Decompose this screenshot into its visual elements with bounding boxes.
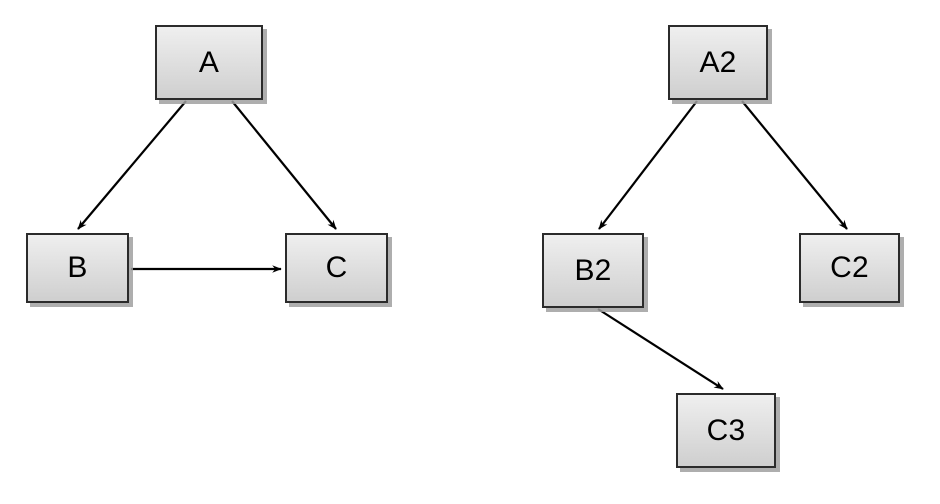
node-c[interactable]: C — [285, 233, 388, 303]
node-c3[interactable]: C3 — [676, 393, 776, 468]
edge-a-b[interactable] — [77, 100, 187, 230]
node-label: C3 — [706, 413, 746, 447]
node-label: B2 — [574, 253, 612, 287]
node-label: A2 — [699, 45, 737, 79]
node-a2[interactable]: A2 — [668, 25, 768, 100]
node-b2[interactable]: B2 — [542, 233, 644, 308]
edge-a-c[interactable] — [231, 100, 337, 230]
edges-group — [77, 100, 848, 390]
node-label: B — [67, 251, 88, 284]
edge-a2-b2[interactable] — [598, 100, 698, 230]
node-b[interactable]: B — [26, 233, 129, 303]
node-label: A — [198, 45, 220, 79]
node-label: C — [325, 251, 348, 284]
node-a[interactable]: A — [155, 25, 263, 100]
edge-b2-c3[interactable] — [597, 308, 724, 390]
edge-a2-c2[interactable] — [741, 100, 848, 230]
node-c2[interactable]: C2 — [799, 233, 900, 303]
node-label: C2 — [830, 251, 869, 284]
